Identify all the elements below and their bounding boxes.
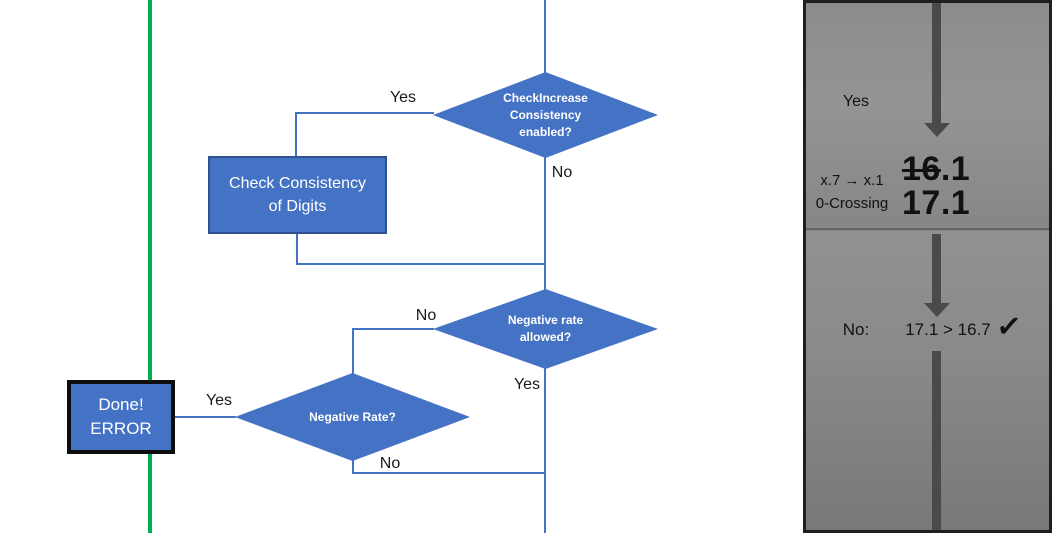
process-label-line: of Digits [268,198,327,215]
decision-check-increase-consistency: CheckIncrease Consistency enabled? [433,72,658,158]
panel-old-value: 16.1 [902,152,970,186]
decision-label-line: allowed? [519,330,572,344]
connector-no-to-negative-rate-allowed [544,157,546,291]
arrow-down-icon [932,351,941,530]
process-label-line: Check Consistency [229,175,366,192]
terminal-label-line: ERROR [90,419,152,438]
decision-label-line: Negative rate [507,313,584,327]
edge-label-yes: Yes [205,392,233,409]
edge-label-no: No [551,164,573,181]
arrow-down-icon [932,234,941,303]
panel-case-line: 0-Crossing [815,195,889,212]
terminal-done-error: Done! ERROR [67,380,175,454]
arrow-down-head-icon [924,303,950,317]
panel-case-description: x.7 → x.1 0-Crossing [808,169,896,215]
connector-no2-horizontal [352,328,434,330]
panel-branch-label: Yes [842,93,870,110]
panel-gradient-bottom [806,231,1049,530]
panel-divider-line [806,228,1049,230]
panel-case-line: x.7 → x.1 [820,172,884,189]
connector-no3-horizontal [352,472,546,474]
connector-process-bottom-horizontal [296,263,546,265]
panel-result-comparison: 17.1 > 16.7 [905,320,991,339]
decision-label-line: CheckIncrease [503,90,588,105]
decision-label-line: Negative Rate? [309,409,396,424]
terminal-label-line: Done! [98,395,144,414]
connector-process-bottom-vertical [296,234,298,264]
panel-new-value: 17.1 [902,184,971,222]
edge-label-no: No [415,307,437,324]
arrow-down-icon [932,3,941,123]
decision-label-line: enabled? [519,124,572,139]
decision-label-line: Consistency [509,107,582,122]
connector-yes3-to-done [175,416,236,418]
panel-values: 16.1 17.1 [902,152,970,220]
decision-negative-rate-allowed: Negative rate allowed? [433,289,658,369]
connector-yes-vertical [295,112,297,157]
panel-old-value-suffix: .1 [940,150,971,188]
edge-label-no: No [379,455,401,472]
connector-top-to-check-increase [544,0,546,73]
panel-old-value-struck: 16 [902,150,941,188]
edge-label-yes: Yes [513,376,541,393]
process-check-consistency-of-digits: Check Consistency of Digits [208,156,387,234]
panel-gradient-top [806,3,1049,231]
green-divider-line [148,0,152,533]
decision-negative-rate: Negative Rate? [235,373,470,461]
connector-yes2-to-bottom [544,367,546,533]
edge-label-yes: Yes [389,89,417,106]
connector-no3-vertical [352,460,354,474]
connector-yes-horizontal [295,112,434,114]
check-icon: ✓ [995,309,1023,345]
side-panel: Yes x.7 → x.1 0-Crossing 16.1 17.1 No: 1… [803,0,1052,533]
connector-no2-vertical [352,328,354,375]
arrow-down-head-icon [924,123,950,137]
panel-result-label: No: [842,320,870,339]
